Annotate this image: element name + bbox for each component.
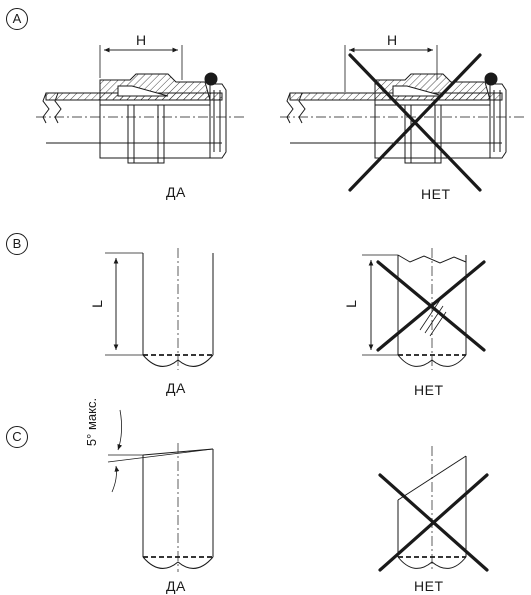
dimension-l-ok: L [89, 300, 105, 308]
dimension-l-bad: L [343, 300, 359, 308]
section-label-a: A [6, 8, 28, 30]
section-label-c: C [6, 426, 28, 448]
fitting-correct [36, 45, 245, 164]
caption-c-bad: НЕТ [414, 578, 444, 594]
tube-rough-cut [362, 248, 467, 370]
dimension-h-ok: H [136, 32, 146, 48]
tube-square-cut [105, 248, 214, 370]
caption-c-ok: ДА [166, 578, 186, 594]
fitting-incorrect [280, 45, 525, 164]
caption-b-bad: НЕТ [414, 382, 444, 398]
dimension-h-bad: H [387, 32, 397, 48]
cross-out-icon [378, 473, 489, 572]
caption-a-ok: ДА [166, 184, 186, 200]
caption-a-bad: НЕТ [421, 186, 451, 202]
section-label-b: B [6, 233, 28, 255]
caption-b-ok: ДА [166, 380, 186, 396]
tube-angle-ok [107, 409, 214, 572]
angle-note: 5° макс. [84, 398, 99, 446]
cross-out-icon [348, 53, 482, 192]
cross-out-icon [376, 260, 486, 352]
tube-angle-bad [397, 446, 467, 572]
